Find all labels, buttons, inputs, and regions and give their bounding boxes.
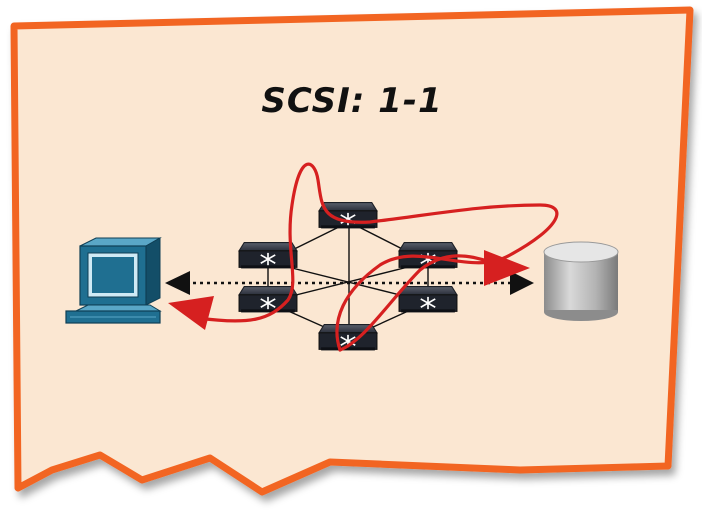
network-switch-icon (238, 241, 298, 270)
routed-path-curve (168, 162, 559, 352)
direct-dotted-link (165, 271, 534, 295)
computer-icon (65, 237, 162, 324)
network-switch-icon (318, 201, 378, 230)
slide-title: SCSI: 1-1 (261, 81, 442, 121)
network-switch-icon (398, 285, 458, 314)
storage-cylinder-icon (543, 241, 619, 321)
slide-border (10, 6, 694, 496)
